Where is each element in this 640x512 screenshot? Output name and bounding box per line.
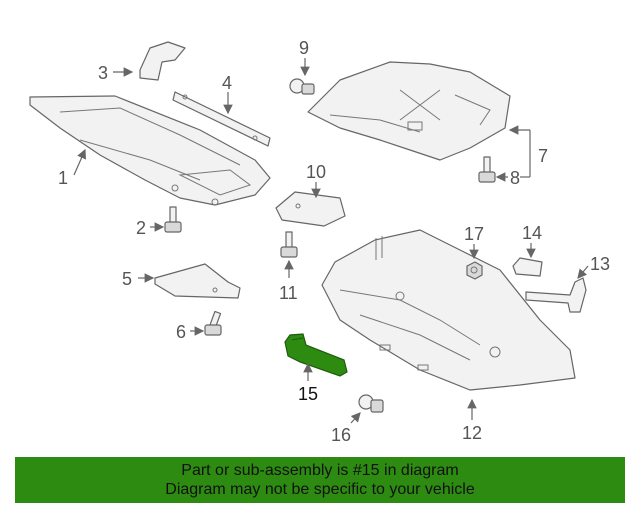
callout-1: 1 (58, 168, 68, 188)
center-undercover-part[interactable] (321, 229, 576, 391)
callout-4: 4 (222, 73, 232, 93)
bracket-part-3[interactable] (139, 41, 186, 81)
banner-line-1: Part or sub-assembly is #15 in diagram (181, 462, 459, 479)
front-undercover-part[interactable] (29, 95, 271, 206)
callout-7: 7 (538, 146, 548, 166)
callout-2: 2 (136, 218, 146, 238)
strip-part-4[interactable] (172, 91, 271, 147)
bolt-part-6[interactable] (204, 310, 222, 336)
callout-5: 5 (122, 269, 132, 289)
bolt-part-8[interactable] (478, 156, 496, 183)
pad-part-10[interactable] (275, 191, 346, 227)
callout-10: 10 (306, 162, 326, 182)
callout-17: 17 (464, 224, 484, 244)
clip-part-16[interactable] (358, 394, 384, 413)
clip-part-9[interactable] (289, 78, 315, 95)
exploded-parts-diagram: 1 2 3 4 5 6 7 (29, 38, 610, 445)
clip-part-14[interactable] (512, 257, 543, 277)
highlighted-bracket-part-15[interactable] (284, 333, 348, 377)
callout-6: 6 (176, 322, 186, 342)
callout-3: 3 (98, 63, 108, 83)
callout-9: 9 (299, 38, 309, 58)
callout-15: 15 (298, 384, 318, 404)
bracket-part-13[interactable] (525, 277, 587, 313)
nut-part-17[interactable] (466, 261, 483, 280)
callout-12: 12 (462, 423, 482, 443)
callout-14: 14 (522, 223, 542, 243)
bolt-part-11[interactable] (280, 231, 298, 258)
callout-13: 13 (590, 254, 610, 274)
callout-8: 8 (510, 168, 520, 188)
banner-line-2: Diagram may not be specific to your vehi… (165, 481, 475, 498)
plate-part-5[interactable] (154, 263, 241, 299)
callout-16: 16 (331, 425, 351, 445)
rear-undercover-part[interactable] (307, 61, 511, 161)
bolt-part-2[interactable] (164, 206, 182, 233)
callout-11: 11 (279, 283, 298, 303)
info-banner: Part or sub-assembly is #15 in diagram D… (15, 457, 625, 503)
